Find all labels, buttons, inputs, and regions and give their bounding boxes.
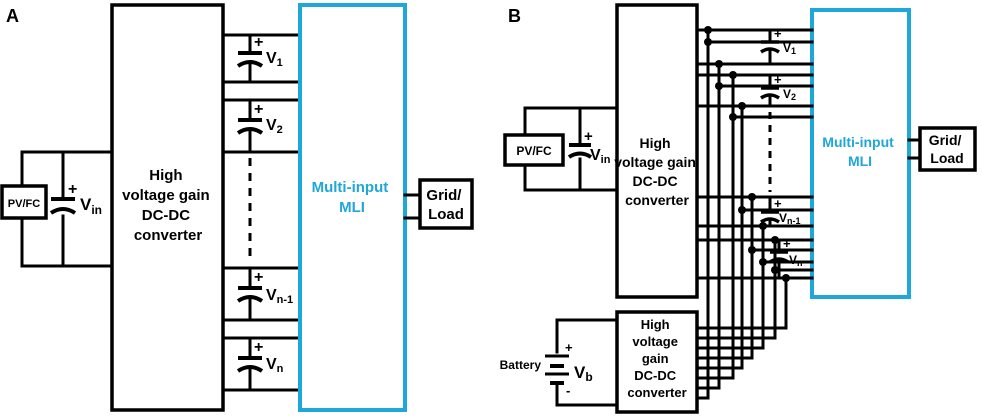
panel-a: A + Vin PV/FC High voltage gain DC-DC co…	[0, 3, 474, 412]
cap-label: V	[789, 253, 797, 267]
svg-text:+: +	[254, 34, 263, 51]
svg-text:Vn: Vn	[789, 253, 803, 268]
panel-a-input-wires	[20, 150, 114, 268]
panel-b-input-wires	[523, 106, 619, 192]
panel-a-capacitor-v1: + V1	[236, 34, 283, 69]
panel-a-load-wires	[403, 193, 422, 220]
panel-a-capacitor-vn-1: + Vn-1	[236, 269, 293, 306]
svg-text:V2: V2	[266, 117, 283, 136]
cap-label: V	[266, 50, 277, 67]
cap-sub: n-1	[787, 216, 801, 226]
svg-text:Vb: Vb	[574, 363, 593, 384]
cap-label: V	[779, 211, 787, 225]
panel-a-capacitor-v2: + V2	[236, 101, 283, 136]
panel-b-feed-rails	[706, 40, 814, 272]
panel-b-capacitor-v1: + V1	[760, 26, 796, 56]
panel-a-vin-label: V	[80, 195, 92, 214]
svg-text:+: +	[774, 196, 782, 211]
svg-text:+: +	[783, 236, 791, 251]
svg-text:+: +	[774, 26, 782, 41]
svg-text:V1: V1	[783, 41, 796, 56]
cap-sub: 1	[277, 57, 283, 69]
svg-text:Vin: Vin	[80, 195, 102, 217]
svg-text:Vn-1: Vn-1	[779, 211, 801, 226]
panel-b-capacitor-vn: + Vn	[769, 236, 803, 268]
cap-sub: n	[797, 258, 803, 268]
svg-text:Vin: Vin	[590, 147, 611, 166]
panel-b-capacitor-vn-1: + Vn-1	[760, 196, 801, 226]
svg-text:+: +	[254, 339, 263, 356]
svg-text:+: +	[254, 269, 263, 286]
cap-label: V	[783, 87, 791, 101]
cap-sub: 2	[791, 92, 796, 102]
panel-b-vin-label: V	[590, 147, 601, 164]
panel-a-rails	[221, 33, 302, 392]
panel-b-bottom-converter-label: High voltage gain DC-DC converter	[627, 317, 686, 400]
panel-b-bottom-converter-box	[615, 310, 699, 414]
panel-b-capacitor-v2: + V2	[760, 72, 796, 102]
cap-label: V	[266, 117, 277, 134]
panel-a-converter-box	[110, 3, 225, 412]
svg-text:+: +	[565, 340, 573, 355]
battery-label: Battery	[500, 358, 542, 372]
cap-label: V	[266, 356, 277, 373]
cap-label: V	[266, 287, 277, 304]
panel-b-vin-capacitor: + Vin	[567, 128, 611, 166]
svg-text:Vn-1: Vn-1	[266, 287, 293, 306]
panel-a-load-label: Grid/ Load	[426, 187, 465, 223]
panel-a-vin-sub: in	[91, 203, 102, 217]
panel-b-vin-sub: in	[601, 154, 611, 166]
svg-text:+: +	[254, 101, 263, 118]
svg-text:-: -	[566, 383, 570, 398]
panel-b-cap-wires	[768, 28, 781, 280]
svg-text:+: +	[774, 72, 782, 87]
panel-b-mli-label: Multi-input MLI	[822, 134, 897, 169]
panel-b-top-rails	[695, 28, 814, 280]
panel-b-junction-dots	[704, 26, 790, 282]
panel-a-vin-capacitor: + Vin	[49, 181, 102, 217]
cap-sub: 2	[277, 124, 283, 136]
panel-a-pvfc-label: PV/FC	[8, 198, 40, 210]
battery-icon: + -	[545, 340, 573, 398]
plus-sign: +	[68, 181, 77, 198]
panel-a-converter-label: High voltage gain DC-DC converter	[122, 167, 214, 244]
cap-sub: n	[277, 363, 284, 375]
panel-b-pvfc-box	[503, 133, 565, 167]
panel-b-mli-box	[810, 8, 911, 299]
panel-b: B + Vin PV/FC High voltage gain DC-DC co…	[500, 3, 977, 414]
cap-sub: 1	[791, 46, 796, 56]
panel-b-load-label: Grid/ Load	[929, 132, 966, 166]
panel-b-letter: B	[508, 6, 521, 26]
panel-b-load-wires	[907, 138, 922, 160]
vb-sub: b	[585, 370, 592, 384]
panel-b-top-converter-label: High voltage gain DC-DC converter	[614, 135, 700, 208]
panel-a-load-box	[418, 178, 474, 230]
svg-text:Vn: Vn	[266, 356, 284, 375]
panel-b-pvfc-label: PV/FC	[516, 144, 552, 158]
panel-a-mli-box	[298, 3, 407, 412]
cap-sub: n-1	[277, 294, 294, 306]
panel-a-mli-label: Multi-input MLI	[312, 179, 393, 216]
svg-text:+: +	[584, 128, 593, 145]
panel-a-capacitor-vn: + Vn	[236, 339, 284, 375]
panel-b-top-converter-box	[615, 3, 699, 299]
svg-text:V1: V1	[266, 50, 283, 69]
panel-a-pvfc-box	[0, 184, 48, 220]
cap-label: V	[783, 41, 791, 55]
vb-label: V	[574, 363, 586, 382]
svg-text:V2: V2	[783, 87, 796, 102]
panel-a-letter: A	[6, 6, 19, 26]
panel-b-battery-wires	[555, 318, 619, 407]
panel-b-load-box	[918, 126, 977, 172]
